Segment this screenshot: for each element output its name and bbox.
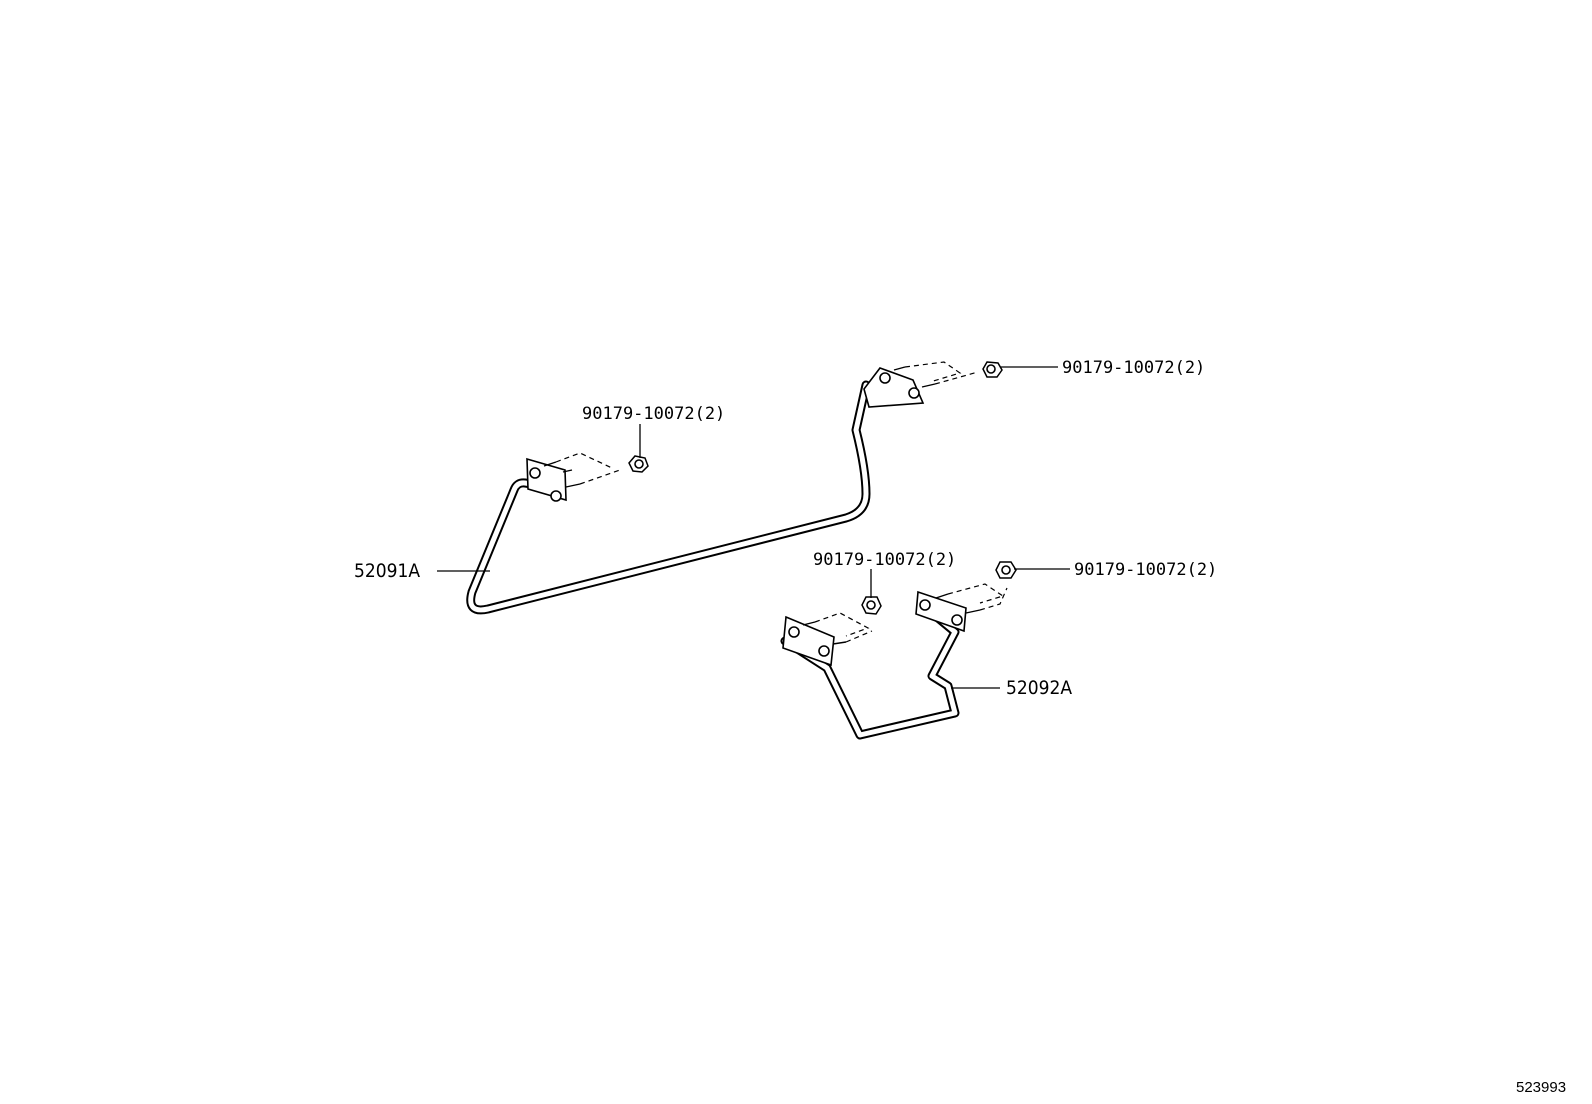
- bracket-rear-right: [915, 583, 1008, 633]
- illustration-number: 523993: [1516, 1079, 1566, 1096]
- bracket-front-right: [863, 361, 979, 408]
- nut-rear-right-icon: [995, 561, 1017, 579]
- label-stabilizer-rear[interactable]: 52092A: [1006, 677, 1072, 699]
- bracket-front-left: [526, 452, 621, 502]
- stabilizer-bar-front[interactable]: [466, 380, 871, 615]
- label-nut-rear-left[interactable]: 90179-10072(2): [813, 550, 956, 570]
- bracket-rear-left: [782, 612, 873, 667]
- nut-rear-left-icon: [861, 596, 882, 615]
- nut-front-right-icon: [982, 361, 1003, 378]
- label-stabilizer-front[interactable]: 52091A: [354, 560, 420, 582]
- nut-front-left-icon: [628, 455, 649, 473]
- stabilizer-bar-rear[interactable]: [780, 608, 960, 740]
- label-nut-front-left[interactable]: 90179-10072(2): [582, 404, 725, 424]
- label-nut-front-right[interactable]: 90179-10072(2): [1062, 358, 1205, 378]
- label-nut-rear-right[interactable]: 90179-10072(2): [1074, 560, 1217, 580]
